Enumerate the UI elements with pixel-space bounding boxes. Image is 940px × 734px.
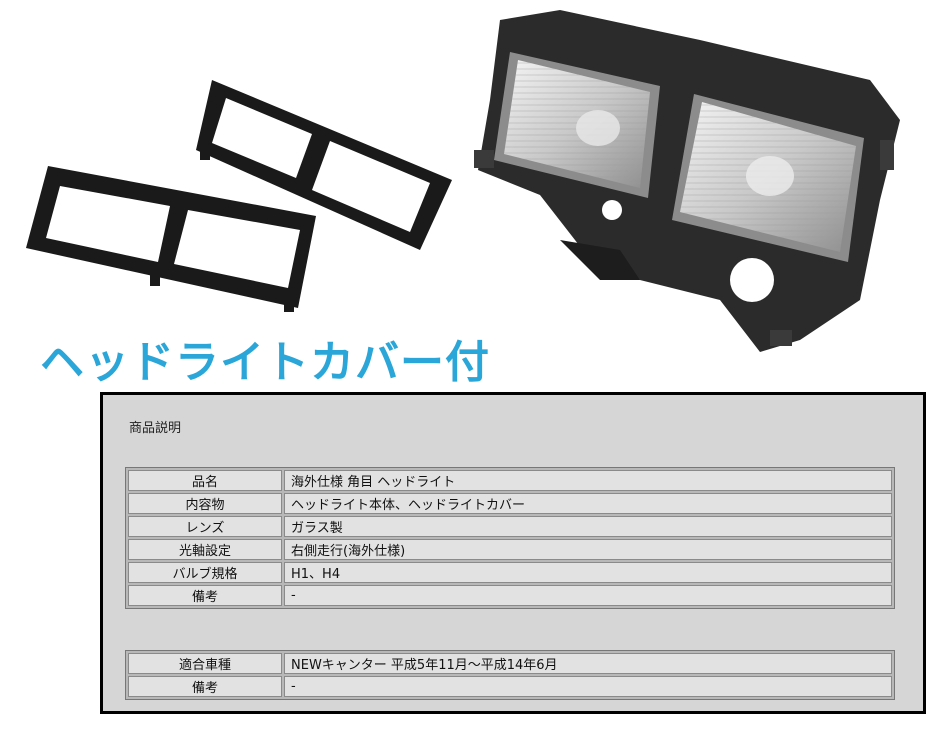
spec-label: バルブ規格: [128, 562, 282, 583]
spec-table: 品名 海外仕様 角目 ヘッドライト 内容物 ヘッドライト本体、ヘッドライトカバー…: [125, 467, 895, 609]
fitment-value: NEWキャンター 平成5年11月〜平成14年6月: [284, 653, 892, 674]
table-row: 品名 海外仕様 角目 ヘッドライト: [128, 470, 892, 491]
fitment-label: 備考: [128, 676, 282, 697]
spec-value: H1、H4: [284, 562, 892, 583]
spec-label: レンズ: [128, 516, 282, 537]
spec-value: ヘッドライト本体、ヘッドライトカバー: [284, 493, 892, 514]
spec-label: 品名: [128, 470, 282, 491]
table-row: バルブ規格 H1、H4: [128, 562, 892, 583]
fitment-value: -: [284, 676, 892, 697]
spec-value: ガラス製: [284, 516, 892, 537]
spec-label: 備考: [128, 585, 282, 606]
table-row: 備考 -: [128, 676, 892, 697]
spec-value: 右側走行(海外仕様): [284, 539, 892, 560]
headlight-assembly: [474, 10, 900, 352]
table-row: 備考 -: [128, 585, 892, 606]
fitment-label: 適合車種: [128, 653, 282, 674]
headline: ヘッドライトカバー付: [40, 337, 490, 388]
headlight-cover-front: [26, 166, 316, 312]
table-row: 光軸設定 右側走行(海外仕様): [128, 539, 892, 560]
product-description-panel: 商品説明 品名 海外仕様 角目 ヘッドライト 内容物 ヘッドライト本体、ヘッドラ…: [100, 392, 926, 714]
panel-title: 商品説明: [129, 421, 182, 436]
spec-value: 海外仕様 角目 ヘッドライト: [284, 470, 892, 491]
spec-label: 光軸設定: [128, 539, 282, 560]
spec-label: 内容物: [128, 493, 282, 514]
table-row: 内容物 ヘッドライト本体、ヘッドライトカバー: [128, 493, 892, 514]
fitment-table: 適合車種 NEWキャンター 平成5年11月〜平成14年6月 備考 -: [125, 650, 895, 700]
spec-value: -: [284, 585, 892, 606]
table-row: 適合車種 NEWキャンター 平成5年11月〜平成14年6月: [128, 653, 892, 674]
headlight-cover-back: [196, 80, 452, 250]
table-row: レンズ ガラス製: [128, 516, 892, 537]
product-photo: [26, 10, 900, 352]
